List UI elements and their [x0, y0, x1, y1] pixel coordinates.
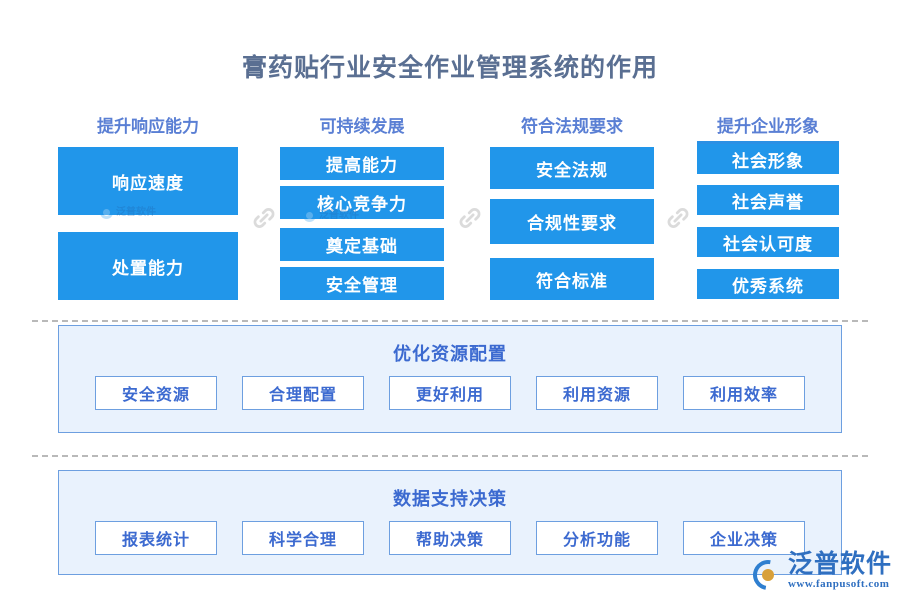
panel-1-chip-4[interactable]: 利用资源 — [536, 376, 658, 410]
chain-link-icon-1 — [249, 203, 279, 233]
panel-1-chip-1[interactable]: 安全资源 — [95, 376, 217, 410]
column-2-item-1[interactable]: 提高能力 — [280, 147, 444, 180]
column-header-4: 提升企业形象 — [697, 112, 839, 144]
column-4-item-3-label: 社会认可度 — [723, 234, 813, 254]
column-2-item-2-label: 核心竞争力 — [317, 195, 407, 214]
column-2-item-3[interactable]: 奠定基础 — [280, 228, 444, 261]
column-2-item-3-label: 奠定基础 — [326, 237, 398, 256]
panel-data-decision: 数据支持决策 报表统计 科学合理 帮助决策 分析功能 企业决策 — [58, 470, 842, 575]
panel-optimize-resources: 优化资源配置 安全资源 合理配置 更好利用 利用资源 利用效率 — [58, 325, 842, 433]
column-3-item-2[interactable]: 合规性要求 — [490, 199, 654, 244]
chain-link-icon-3 — [663, 203, 693, 233]
panel-1-items: 安全资源 合理配置 更好利用 利用资源 利用效率 — [59, 376, 841, 410]
panel-1-chip-5-label: 利用效率 — [709, 387, 778, 404]
column-header-3: 符合法规要求 — [490, 112, 654, 144]
column-header-4-label: 提升企业形象 — [717, 117, 819, 136]
panel-2-chip-3[interactable]: 帮助决策 — [389, 521, 511, 555]
panel-2-chip-5[interactable]: 企业决策 — [683, 521, 805, 555]
column-2-item-2[interactable]: 核心竞争力 — [280, 186, 444, 219]
panel-1-chip-2[interactable]: 合理配置 — [242, 376, 364, 410]
column-1-item-1[interactable]: 响应速度 — [58, 147, 238, 215]
column-3-item-1[interactable]: 安全法规 — [490, 147, 654, 189]
column-4-item-1-label: 社会形象 — [732, 151, 804, 171]
column-3-item-3-label: 符合标准 — [536, 271, 608, 291]
column-3-item-3[interactable]: 符合标准 — [490, 258, 654, 300]
column-header-3-underline — [490, 141, 654, 144]
panel-2-items: 报表统计 科学合理 帮助决策 分析功能 企业决策 — [59, 521, 841, 555]
column-4-item-1[interactable]: 社会形象 — [697, 144, 839, 174]
brand-text-block: 泛普软件 www.fanpusoft.com — [788, 552, 892, 590]
panel-2-chip-1-label: 报表统计 — [121, 532, 190, 549]
column-2-item-4-label: 安全管理 — [326, 276, 398, 295]
column-1-item-2-label: 处置能力 — [112, 258, 184, 278]
chain-link-icon-2 — [455, 203, 485, 233]
column-header-1-label: 提升响应能力 — [97, 117, 199, 136]
panel-2-chip-2-label: 科学合理 — [268, 532, 337, 549]
column-header-3-label: 符合法规要求 — [521, 117, 623, 136]
column-header-2: 可持续发展 — [280, 112, 444, 144]
column-2-item-1-label: 提高能力 — [326, 156, 398, 175]
panel-1-chip-3-label: 更好利用 — [415, 387, 484, 404]
column-2-item-4[interactable]: 安全管理 — [280, 267, 444, 300]
panel-2-chip-5-label: 企业决策 — [709, 532, 778, 549]
panel-1-chip-5[interactable]: 利用效率 — [683, 376, 805, 410]
column-4-item-3[interactable]: 社会认可度 — [697, 227, 839, 257]
panel-2-chip-3-label: 帮助决策 — [415, 532, 484, 549]
page-title: 膏药贴行业安全作业管理系统的作用 — [241, 55, 658, 82]
panel-2-chip-4[interactable]: 分析功能 — [536, 521, 658, 555]
panel-2-chip-4-label: 分析功能 — [562, 532, 631, 549]
column-4-item-2-label: 社会声誉 — [732, 192, 804, 212]
panel-2-title: 数据支持决策 — [393, 489, 507, 509]
column-4-item-4[interactable]: 优秀系统 — [697, 269, 839, 299]
panel-2-chip-2[interactable]: 科学合理 — [242, 521, 364, 555]
column-1-item-2[interactable]: 处置能力 — [58, 232, 238, 300]
column-4-item-2[interactable]: 社会声誉 — [697, 185, 839, 215]
brand-logo: 泛普软件 www.fanpusoft.com — [747, 552, 892, 596]
column-header-2-underline — [280, 141, 444, 144]
column-4-item-4-label: 优秀系统 — [732, 276, 804, 296]
dashed-separator-1 — [32, 320, 868, 322]
column-1-item-1-label: 响应速度 — [112, 173, 184, 193]
brand-swoosh-icon — [747, 554, 789, 596]
column-3-item-1-label: 安全法规 — [536, 160, 608, 180]
panel-1-chip-2-label: 合理配置 — [268, 387, 337, 404]
column-3-item-2-label: 合规性要求 — [527, 214, 617, 233]
column-header-1-underline — [58, 141, 238, 144]
dashed-separator-2 — [32, 455, 868, 457]
column-header-2-label: 可持续发展 — [319, 117, 405, 136]
panel-2-chip-1[interactable]: 报表统计 — [95, 521, 217, 555]
brand-dot-shape — [761, 569, 774, 581]
panel-1-chip-1-label: 安全资源 — [121, 387, 190, 404]
panel-1-chip-3[interactable]: 更好利用 — [389, 376, 511, 410]
column-header-1: 提升响应能力 — [58, 112, 238, 144]
column-header-4-underline — [697, 141, 839, 144]
panel-1-chip-4-label: 利用资源 — [562, 387, 631, 404]
panel-1-title: 优化资源配置 — [393, 344, 507, 364]
brand-url: www.fanpusoft.com — [787, 578, 890, 590]
brand-name: 泛普软件 — [787, 551, 892, 578]
